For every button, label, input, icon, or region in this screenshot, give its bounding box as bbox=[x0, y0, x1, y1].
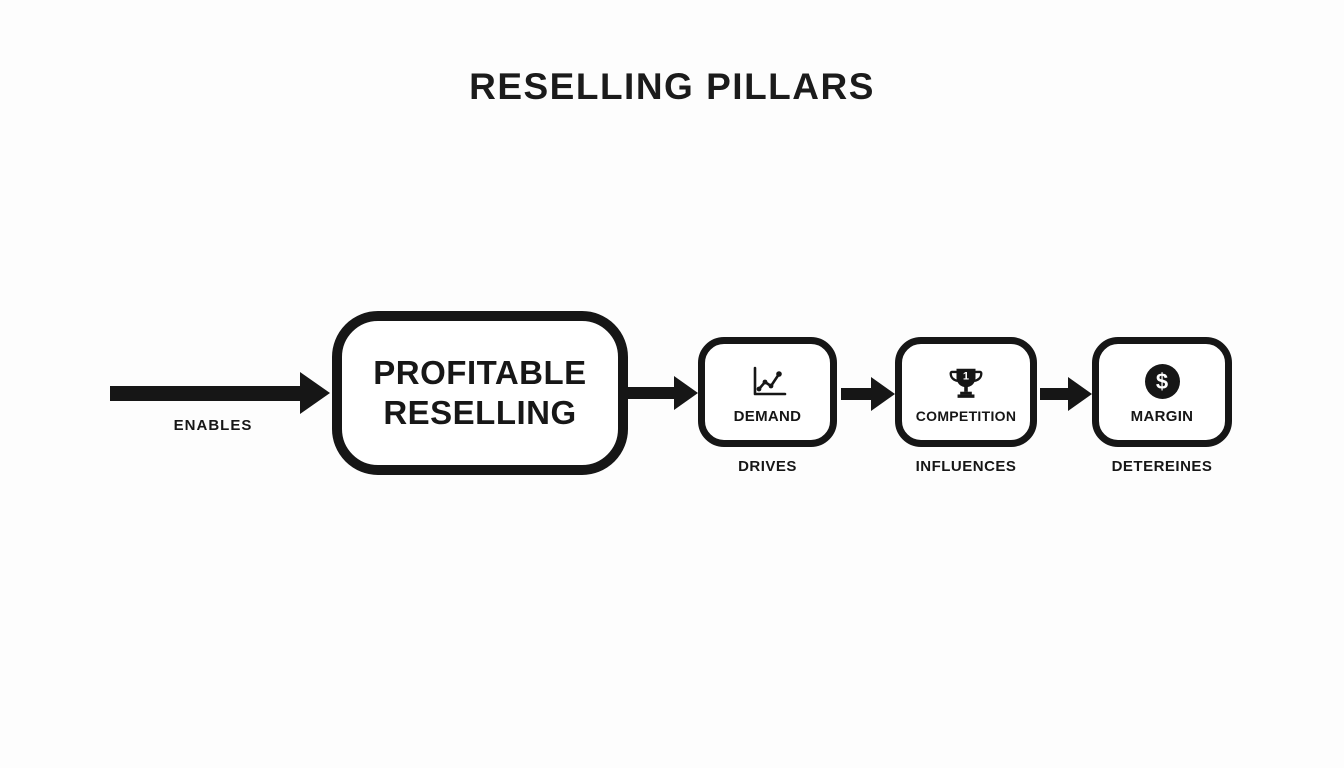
trophy-rank-number: 1 bbox=[963, 370, 969, 382]
main-box-line1: PROFITABLE bbox=[373, 353, 587, 391]
pillar-margin-box: $ MARGIN bbox=[1092, 337, 1232, 447]
pillar-competition-label: COMPETITION bbox=[915, 408, 1017, 424]
diagram-title: RESELLING PILLARS bbox=[469, 66, 875, 107]
pillar-margin-label: MARGIN bbox=[1130, 407, 1194, 425]
pillar-demand-box: DEMAND bbox=[698, 337, 837, 447]
arrow-head bbox=[300, 372, 330, 414]
arrow-shaft bbox=[1040, 388, 1068, 400]
arrow-head bbox=[871, 377, 895, 411]
arrow-head bbox=[674, 376, 698, 410]
dollar-sign: $ bbox=[1144, 364, 1180, 399]
pillar-demand-label: DEMAND bbox=[733, 407, 802, 425]
arrow-shaft bbox=[841, 388, 871, 400]
pillar-margin-caption: DETEREINES bbox=[1111, 458, 1213, 475]
profitable-reselling-box: PROFITABLE RESELLING bbox=[332, 311, 628, 475]
pillar-competition-caption: INFLUENCES bbox=[915, 458, 1017, 475]
trend-chart-icon bbox=[747, 362, 789, 402]
pillar-competition-box: 1 COMPETITION bbox=[895, 337, 1037, 447]
flow-arrow-to-demand bbox=[628, 376, 698, 410]
pillar-demand-caption: DRIVES bbox=[738, 458, 797, 475]
flow-arrow-to-competition bbox=[841, 377, 895, 411]
trophy-icon: 1 bbox=[947, 362, 985, 402]
dollar-circle-icon: $ bbox=[1144, 362, 1180, 402]
arrow-shaft bbox=[110, 385, 300, 401]
main-box-line2: RESELLING bbox=[383, 394, 577, 431]
arrow-shaft bbox=[628, 387, 674, 399]
flow-arrow-to-margin bbox=[1040, 377, 1092, 411]
enables-arrow bbox=[110, 372, 330, 414]
arrow-head bbox=[1068, 377, 1092, 411]
enables-label: ENABLES bbox=[173, 417, 253, 434]
